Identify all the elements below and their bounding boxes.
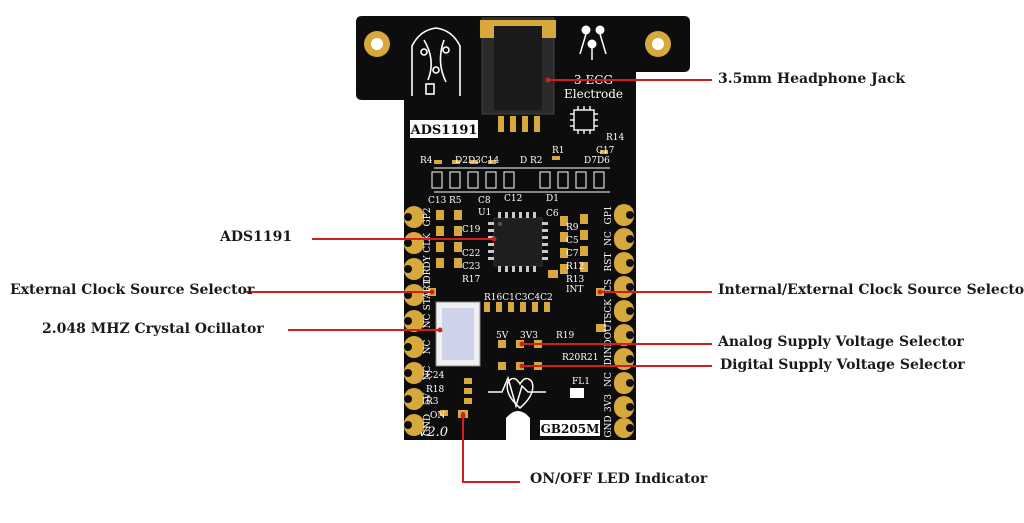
silk-label: R20R21 bbox=[562, 353, 598, 363]
silk-label: D bbox=[520, 156, 527, 166]
silk-label: D1 bbox=[546, 194, 559, 204]
pin-label: NC bbox=[604, 231, 614, 246]
pin-label: GND bbox=[604, 415, 614, 437]
silk-label: R18 bbox=[426, 385, 445, 395]
electrode-icon bbox=[579, 25, 607, 60]
smd-components bbox=[434, 150, 608, 416]
callout-onoff-led: ON/OFF LED Indicator bbox=[530, 471, 708, 487]
callout-int-ext-clock: Internal/External Clock Source Selector bbox=[718, 282, 1024, 298]
model-label-box: GB205M bbox=[540, 420, 600, 436]
pin-label: GP1 bbox=[604, 206, 614, 225]
pin-label: NC bbox=[423, 340, 433, 355]
fl1-component bbox=[570, 388, 584, 398]
callout-ext-clock: External Clock Source Selector bbox=[10, 282, 255, 298]
pin-label: NC bbox=[423, 366, 433, 381]
silk-label: C8 bbox=[478, 196, 491, 206]
callout-analog-supply: Analog Supply Voltage Selector bbox=[718, 334, 964, 350]
silk-label: C12 bbox=[504, 194, 522, 204]
silk-label: 3V3 bbox=[520, 331, 538, 341]
silk-label: R12 bbox=[566, 262, 584, 272]
leader-onoff-led bbox=[462, 416, 520, 483]
silk-label: R3 bbox=[426, 397, 439, 407]
pin-label: NC bbox=[423, 314, 433, 329]
silk-label: R9 bbox=[566, 223, 579, 233]
pin-label: NC bbox=[604, 372, 614, 387]
bottom-notch bbox=[506, 411, 530, 440]
right-header bbox=[614, 204, 634, 438]
silk-label: U1 bbox=[478, 208, 491, 218]
silk-label: R13 bbox=[566, 275, 585, 285]
pin-label: START bbox=[423, 280, 433, 311]
chip-logo-icon bbox=[570, 106, 598, 134]
heartbeat-icon bbox=[488, 375, 546, 409]
silk-label: R1 bbox=[552, 146, 565, 156]
pin-label: CS bbox=[604, 279, 614, 292]
version-label: V2.0 bbox=[418, 425, 448, 440]
silk-label: C7 bbox=[566, 249, 579, 259]
leader-lines bbox=[246, 79, 712, 483]
model-label: GB205M bbox=[541, 422, 600, 436]
silk-label: R4 bbox=[420, 156, 433, 166]
pin-label: 5V bbox=[423, 392, 433, 405]
silk-label: R2 bbox=[530, 156, 543, 166]
left-header bbox=[404, 206, 424, 436]
callout-crystal: 2.048 MHZ Crystal Ocillator bbox=[42, 321, 264, 337]
silk-label: C5 bbox=[566, 236, 579, 246]
silk-label: INT bbox=[566, 285, 583, 295]
silk-label: D2D3C14 bbox=[455, 156, 499, 166]
headphone-jack bbox=[480, 17, 556, 132]
body-figure-icon bbox=[411, 27, 461, 96]
silk-frame bbox=[431, 167, 610, 193]
callout-headphone-jack: 3.5mm Headphone Jack bbox=[718, 71, 906, 87]
silk-label: R19 bbox=[556, 331, 575, 341]
pin-label: DRDY bbox=[423, 254, 433, 282]
silk-label: R16C1C3C4C2 bbox=[484, 293, 553, 303]
crystal-oscillator bbox=[435, 301, 481, 367]
chip-label-box: ADS1191 bbox=[410, 120, 478, 138]
mounting-pad-right bbox=[645, 31, 671, 57]
silk-label: D7D6 bbox=[584, 156, 610, 166]
pin-label: CLK bbox=[423, 233, 433, 253]
silk-label: C6 bbox=[546, 209, 559, 219]
silk-label: C19 bbox=[462, 225, 481, 235]
pin-label: RST bbox=[604, 253, 614, 272]
pin-label: GND bbox=[423, 414, 433, 436]
pin-label: GP2 bbox=[423, 208, 433, 227]
silk-label: C17 bbox=[596, 146, 615, 156]
silk-label: R17 bbox=[462, 275, 481, 285]
silk-label: R14 bbox=[606, 133, 625, 143]
silk-label: C23 bbox=[462, 262, 481, 272]
callout-ads1191: ADS1191 bbox=[220, 229, 293, 245]
silk-label: C13 bbox=[428, 196, 447, 206]
mounting-pad-left bbox=[364, 31, 390, 57]
silk-label: ON bbox=[430, 411, 445, 421]
silk-label: FL1 bbox=[572, 377, 590, 387]
pin-label: 3V3 bbox=[604, 394, 614, 412]
pin-label: DIN bbox=[604, 347, 614, 366]
silk-label: 5V bbox=[496, 331, 509, 341]
silk-label: R5 bbox=[449, 196, 462, 206]
leader-dots bbox=[429, 77, 603, 419]
callout-digital-supply: Digital Supply Voltage Selector bbox=[720, 357, 965, 373]
pin-label: DOUT bbox=[604, 318, 614, 346]
silk-label: C24 bbox=[426, 371, 445, 381]
chip-label: ADS1191 bbox=[410, 123, 478, 138]
ads1191-ic bbox=[488, 212, 548, 272]
silk-label: C22 bbox=[462, 249, 480, 259]
pin-label: SCK bbox=[604, 299, 614, 319]
electrode-text-2: Electrode bbox=[564, 87, 623, 101]
